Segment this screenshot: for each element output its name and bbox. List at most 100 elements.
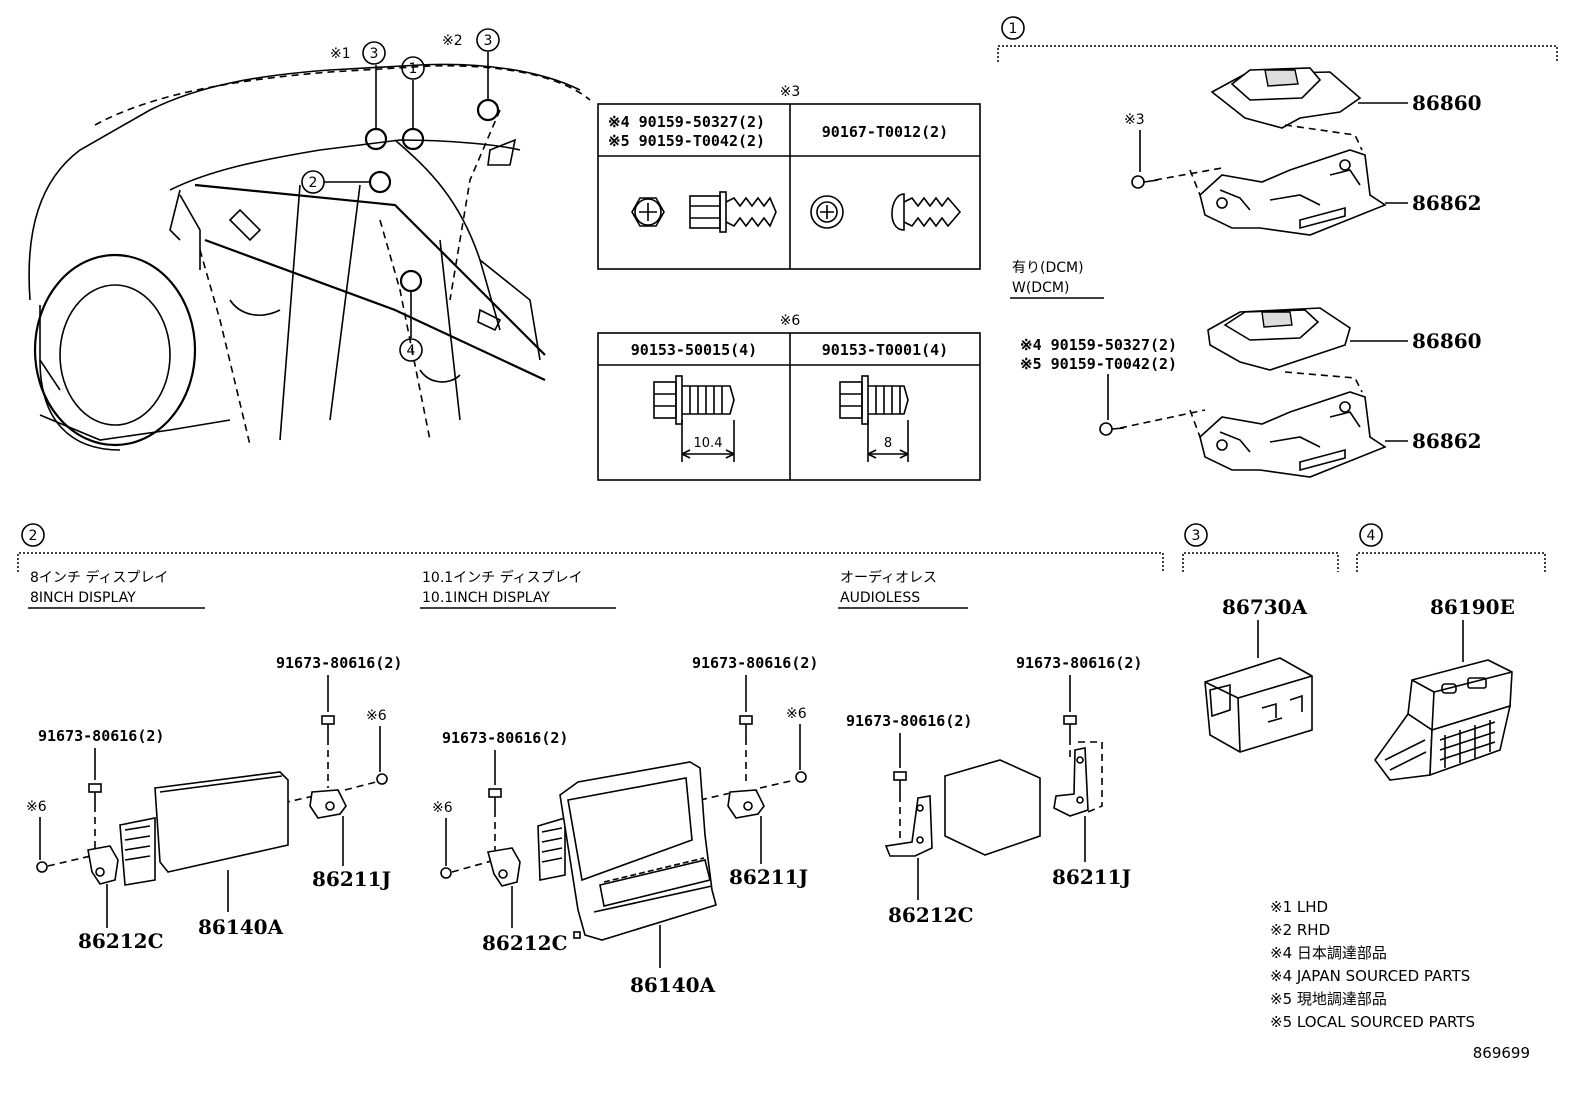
marker-circle-4	[399, 269, 423, 293]
dimension-10-4: 10.4	[694, 436, 723, 451]
flange-bolt-long-icon: 10.4	[653, 375, 735, 462]
dcm-module-upper	[1210, 67, 1362, 129]
fastener-table-6: ※6 90153-50015(4) 90153-T0001(4) 10.4	[597, 313, 981, 481]
callout-num-2: 2	[309, 175, 318, 191]
bolt-icon	[1063, 715, 1077, 738]
bolt-icon	[739, 715, 753, 738]
legend-item-1: ※1 LHD	[1270, 898, 1328, 916]
section1-note3: ※3	[1124, 112, 1145, 128]
section1-note45-line1: ※4 90159-50327(2)	[1020, 336, 1177, 354]
part-86860-upper: 86860	[1412, 91, 1482, 115]
part-86860-lower: 86860	[1412, 329, 1482, 353]
note6-8-left: ※6	[26, 799, 47, 815]
section-4: 4 86190E	[1356, 523, 1546, 781]
table6-title: ※6	[780, 313, 801, 329]
part-86211j-8: 86211J	[312, 867, 391, 891]
part-86212c-8: 86212C	[78, 929, 164, 953]
table3-title: ※3	[780, 84, 801, 100]
marker-circle-3a	[364, 127, 388, 151]
section1-note45-line2: ※5 90159-T0042(2)	[1020, 355, 1177, 373]
callout-num-3b: 3	[484, 33, 493, 49]
fastener-table-3: ※3 ※4 90159-50327(2) ※5 90159-T0042(2) 9…	[597, 84, 981, 270]
car-callouts: ※1 3 1 ※2 3 2 4	[301, 28, 500, 362]
screw-icon-lower	[1099, 422, 1125, 436]
table6-col2: 90153-T0001(4)	[822, 341, 948, 359]
part-86140a-10: 86140A	[630, 973, 716, 997]
section4-num: 4	[1367, 528, 1376, 544]
bolt-icon	[488, 788, 502, 810]
part-86211j-al: 86211J	[1052, 865, 1131, 889]
legend-item-4: ※4 JAPAN SOURCED PARTS	[1270, 967, 1470, 985]
section-2: 2 8インチ ディスプレイ 8INCH DISPLAY 10.1インチ ディスプ…	[17, 523, 1164, 997]
screw-icon-upper	[1131, 175, 1159, 189]
section3-num: 3	[1192, 528, 1201, 544]
bolt-icon	[893, 771, 907, 795]
display-8-en: 8INCH DISPLAY	[30, 590, 136, 606]
callout-num-3a: 3	[370, 46, 379, 62]
marker-circle-2	[368, 170, 392, 194]
figure-id: 869699	[1473, 1044, 1530, 1062]
note6-10-right: ※6	[786, 706, 807, 722]
note6-8-right: ※6	[366, 708, 387, 724]
screw-label-8-right: 91673-80616(2)	[276, 654, 402, 672]
car-sketch	[28, 63, 591, 451]
legend-item-3: ※4 日本調達部品	[1270, 944, 1387, 962]
part-86140a-8: 86140A	[198, 915, 284, 939]
dcm-bracket-lower	[1119, 371, 1387, 478]
usb-port-module-icon	[1374, 659, 1513, 781]
dcm-label-en: W(DCM)	[1012, 280, 1069, 296]
part-86862-upper: 86862	[1412, 191, 1482, 215]
section-1: 1 86860 86862 ※3 有り(DCM)	[997, 16, 1558, 478]
round-screw-head-icon	[810, 195, 844, 229]
legend-item-6: ※5 LOCAL SOURCED PARTS	[1270, 1013, 1475, 1031]
flange-bolt-short-icon: 8	[839, 375, 909, 462]
dcm-bracket-upper	[1154, 124, 1387, 236]
callout-note-1: ※1	[330, 46, 351, 62]
screw-label-al-right: 91673-80616(2)	[1016, 654, 1142, 672]
screw-label-8-left: 91673-80616(2)	[38, 727, 164, 745]
callout-num-4: 4	[407, 343, 416, 359]
legend-item-5: ※5 現地調達部品	[1270, 990, 1387, 1008]
callout-note-2: ※2	[442, 33, 463, 49]
table3-col1-line2: ※5 90159-T0042(2)	[608, 132, 765, 150]
round-screw-side-icon	[891, 193, 962, 231]
marker-circle-3b	[476, 98, 500, 122]
part-86730a: 86730A	[1222, 595, 1308, 619]
hex-screw-side-icon	[689, 191, 777, 233]
dcm-label-jp: 有り(DCM)	[1012, 260, 1084, 276]
table6-col1: 90153-50015(4)	[631, 341, 757, 359]
audioless-en: AUDIOLESS	[840, 590, 920, 606]
part-86212c-al: 86212C	[888, 903, 974, 927]
display-10-jp: 10.1インチ ディスプレイ	[422, 569, 583, 586]
display-8-jp: 8インチ ディスプレイ	[30, 569, 168, 586]
bolt-icon	[321, 715, 335, 738]
dcm-module-lower	[1207, 307, 1351, 371]
part-86190e: 86190E	[1430, 595, 1515, 619]
display-10-en: 10.1INCH DISPLAY	[422, 590, 550, 606]
part-86212c-10: 86212C	[482, 931, 568, 955]
section1-num: 1	[1009, 21, 1018, 37]
part-86211j-10: 86211J	[729, 865, 808, 889]
table3-col2: 90167-T0012(2)	[822, 123, 948, 141]
screw-label-10-right: 91673-80616(2)	[692, 654, 818, 672]
hex-screw-head-icon	[631, 197, 665, 227]
group-8inch: 91673-80616(2) 91673-80616(2) ※6 ※6	[26, 654, 402, 953]
legend: ※1 LHD ※2 RHD ※4 日本調達部品 ※4 JAPAN SOURCED…	[1270, 898, 1475, 1031]
callout-num-1: 1	[409, 61, 418, 77]
group-audioless: 91673-80616(2) 91673-80616(2) 86212C 862…	[846, 654, 1142, 927]
dimension-8: 8	[884, 436, 892, 451]
bolt-icon	[88, 783, 102, 805]
note6-10-left: ※6	[432, 800, 453, 816]
audioless-jp: オーディオレス	[840, 569, 937, 586]
section2-num: 2	[29, 528, 38, 544]
marker-circle-1	[401, 127, 425, 151]
section-3: 3 86730A	[1182, 523, 1339, 753]
legend-item-2: ※2 RHD	[1270, 921, 1330, 939]
screw-label-al-left: 91673-80616(2)	[846, 712, 972, 730]
screw-label-10-left: 91673-80616(2)	[442, 729, 568, 747]
usb-module-icon	[1204, 657, 1313, 753]
table3-col1-line1: ※4 90159-50327(2)	[608, 113, 765, 131]
part-86862-lower: 86862	[1412, 429, 1482, 453]
